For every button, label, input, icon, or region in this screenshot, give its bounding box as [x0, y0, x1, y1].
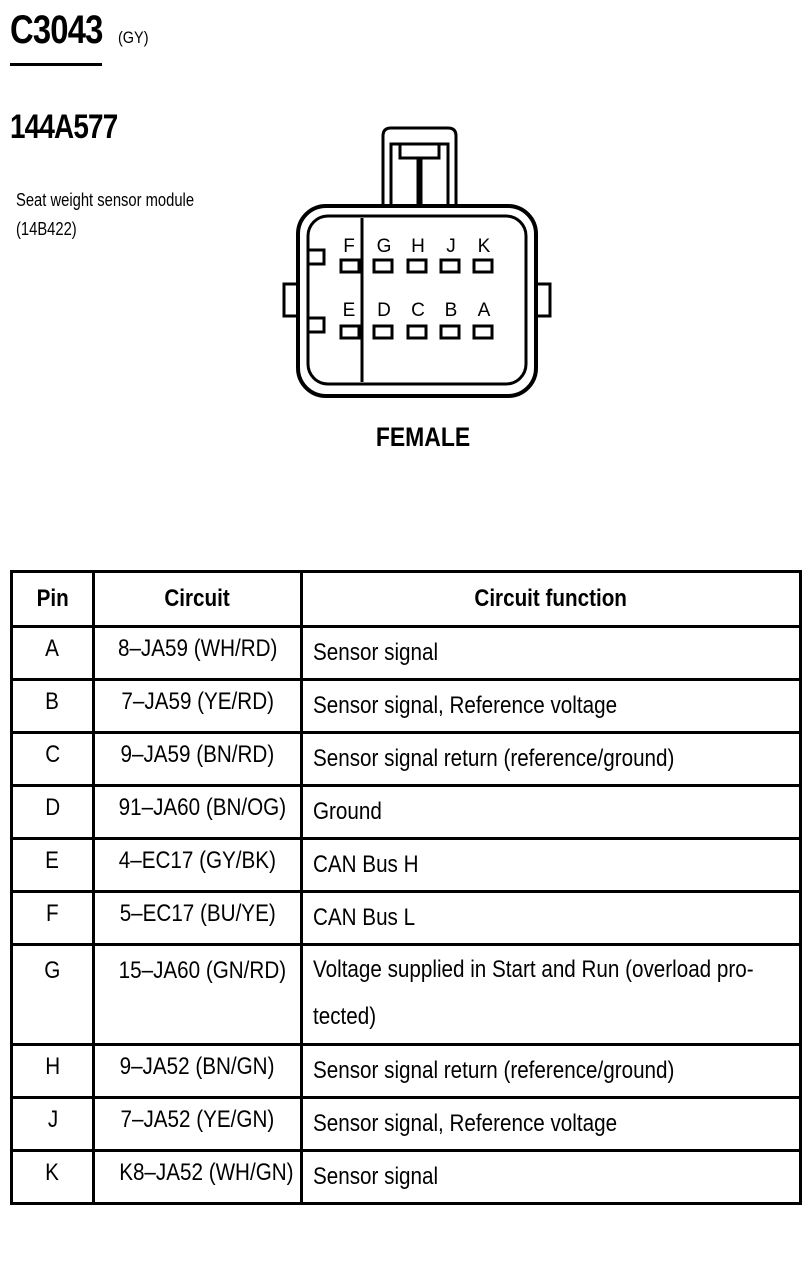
function-cell: CAN Bus H	[300, 837, 802, 893]
connector-housing	[296, 204, 538, 398]
pin-label-c: C	[411, 300, 425, 321]
connector-inner-wall	[306, 214, 528, 386]
table-row: B 7–JA59 (YE/RD) Sensor signal, Referenc…	[10, 678, 802, 734]
module-description: Seat weight sensor module (14B422)	[16, 190, 195, 239]
pin-label-b: B	[445, 300, 458, 321]
header-underline	[10, 63, 102, 66]
pin-cell: H	[10, 1043, 95, 1099]
circuit-cell: 7–JA59 (YE/RD)	[92, 678, 303, 734]
circuit-cell: 7–JA52 (YE/GN)	[92, 1096, 303, 1152]
pin-cell: E	[10, 837, 95, 893]
table-row: D 91–JA60 (BN/OG) Ground	[10, 784, 802, 840]
table-row: G 15–JA60 (GN/RD) Voltage supplied in St…	[10, 943, 802, 1046]
table-row: E 4–EC17 (GY/BK) CAN Bus H	[10, 837, 802, 893]
circuit-cell: 5–EC17 (BU/YE)	[92, 890, 303, 946]
function-cell: Sensor signal return (reference/ground)	[300, 1043, 802, 1099]
table-header-row: Pin Circuit Circuit function	[10, 570, 802, 628]
circuit-cell: 91–JA60 (BN/OG)	[92, 784, 303, 840]
pin-label-f: F	[343, 236, 355, 257]
pin-label-j: J	[446, 236, 456, 257]
pin-cell: F	[10, 890, 95, 946]
right-side-ear	[534, 282, 552, 318]
bottom-row-cavities	[339, 324, 494, 340]
bottom-row-pin-labels: E D C B A	[343, 300, 491, 321]
col-header-circuit: Circuit	[92, 570, 303, 628]
table-row: J 7–JA52 (YE/GN) Sensor signal, Referenc…	[10, 1096, 802, 1152]
circuit-cell: 8–JA59 (WH/RD)	[92, 625, 303, 681]
function-cell: CAN Bus L	[300, 890, 802, 946]
pin-cell: C	[10, 731, 95, 787]
function-cell: Sensor signal, Reference voltage	[300, 678, 802, 734]
function-cell: Voltage supplied in Start and Run (overl…	[300, 943, 802, 1046]
pin-cell: D	[10, 784, 95, 840]
pin-label-k: K	[478, 236, 491, 257]
circuit-cell: K8–JA52 (WH/GN)	[92, 1149, 303, 1205]
circuit-cell: 15–JA60 (GN/RD)	[92, 943, 303, 1046]
pin-cell: K	[10, 1149, 95, 1205]
top-row-cavities	[339, 258, 494, 274]
connector-face-diagram: F G H J K E D C B A	[282, 126, 552, 398]
function-cell: Ground	[300, 784, 802, 840]
connector-color: (GY)	[118, 28, 149, 47]
left-side-ear	[282, 282, 300, 318]
table-row: H 9–JA52 (BN/GN) Sensor signal return (r…	[10, 1043, 802, 1099]
latch-tab	[381, 126, 458, 206]
pin-cell: J	[10, 1096, 95, 1152]
table-row: F 5–EC17 (BU/YE) CAN Bus L	[10, 890, 802, 946]
function-cell: Sensor signal, Reference voltage	[300, 1096, 802, 1152]
table-row: C 9–JA59 (BN/RD) Sensor signal return (r…	[10, 731, 802, 787]
top-row-pin-labels: F G H J K	[343, 236, 490, 257]
col-header-function: Circuit function	[300, 570, 802, 628]
function-cell: Sensor signal return (reference/ground)	[300, 731, 802, 787]
pin-cell: A	[10, 625, 95, 681]
pin-label-h: H	[411, 236, 425, 257]
pin-label-g: G	[377, 236, 392, 257]
circuit-cell: 9–JA59 (BN/RD)	[92, 731, 303, 787]
table-row: K K8–JA52 (WH/GN) Sensor signal	[10, 1149, 802, 1205]
table-row: A 8–JA59 (WH/RD) Sensor signal	[10, 625, 802, 681]
connector-gender-label: FEMALE	[375, 422, 471, 452]
pin-label-d: D	[377, 300, 391, 321]
part-number: 144A577	[10, 108, 118, 146]
connector-id: C3043	[10, 8, 103, 52]
function-cell: Sensor signal	[300, 625, 802, 681]
pin-label-e: E	[343, 300, 356, 321]
pinout-table: Pin Circuit Circuit function A 8–JA59 (W…	[10, 570, 802, 1205]
pin-cell: B	[10, 678, 95, 734]
circuit-cell: 4–EC17 (GY/BK)	[92, 837, 303, 893]
pin-label-a: A	[478, 300, 491, 321]
col-header-pin: Pin	[10, 570, 95, 628]
pin-cell: G	[10, 943, 95, 1046]
function-cell: Sensor signal	[300, 1149, 802, 1205]
circuit-cell: 9–JA52 (BN/GN)	[92, 1043, 303, 1099]
